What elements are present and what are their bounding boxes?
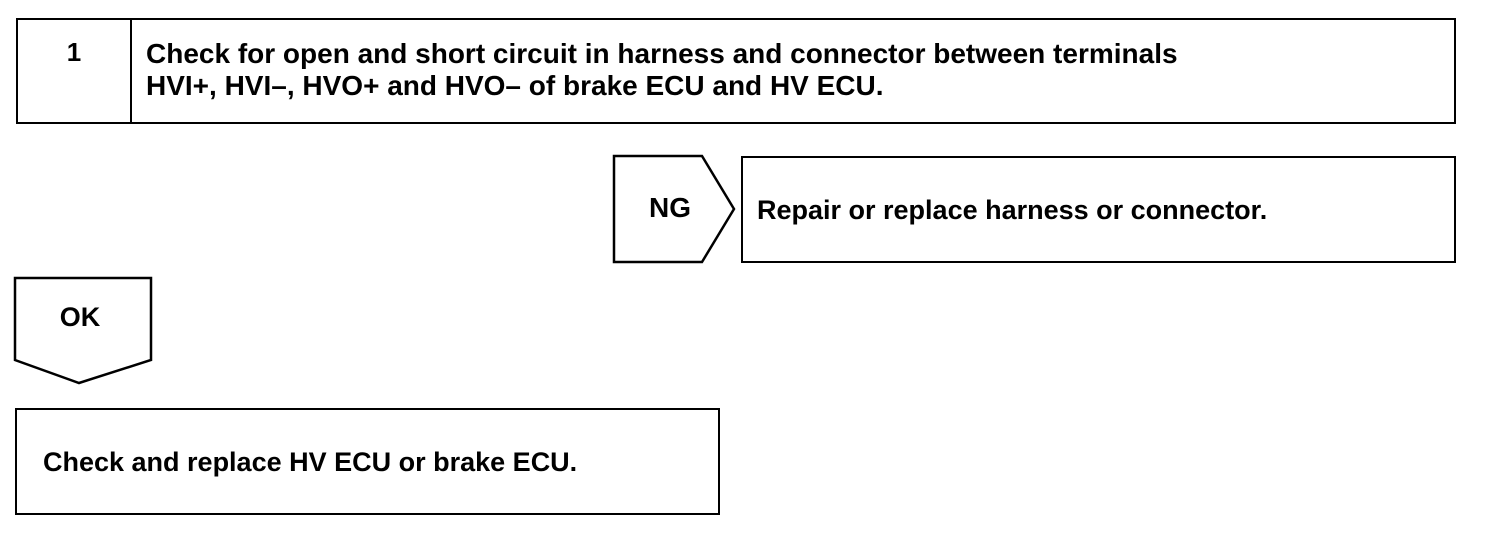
ng-label: NG bbox=[649, 192, 691, 223]
step-number: 1 bbox=[66, 37, 82, 67]
step-description-line-1: Check for open and short circuit in harn… bbox=[146, 38, 1178, 69]
ng-arrow-shape bbox=[612, 154, 736, 264]
ok-label: OK bbox=[59, 302, 101, 332]
ok-action-box: Check and replace HV ECU or brake ECU. bbox=[15, 408, 720, 515]
step-description-line-2: HVI+, HVI–, HVO+ and HVO– of brake ECU a… bbox=[146, 70, 884, 101]
step-box: 1 Check for open and short circuit in ha… bbox=[16, 18, 1456, 124]
ok-action-text: Check and replace HV ECU or brake ECU. bbox=[43, 447, 578, 477]
ng-action-text: Repair or replace harness or connector. bbox=[757, 195, 1268, 225]
ng-action-box: Repair or replace harness or connector. bbox=[741, 156, 1456, 263]
step-description: Check for open and short circuit in harn… bbox=[146, 38, 1434, 102]
ok-arrow-shape bbox=[13, 276, 153, 385]
step-number-cell: 1 bbox=[18, 20, 132, 122]
